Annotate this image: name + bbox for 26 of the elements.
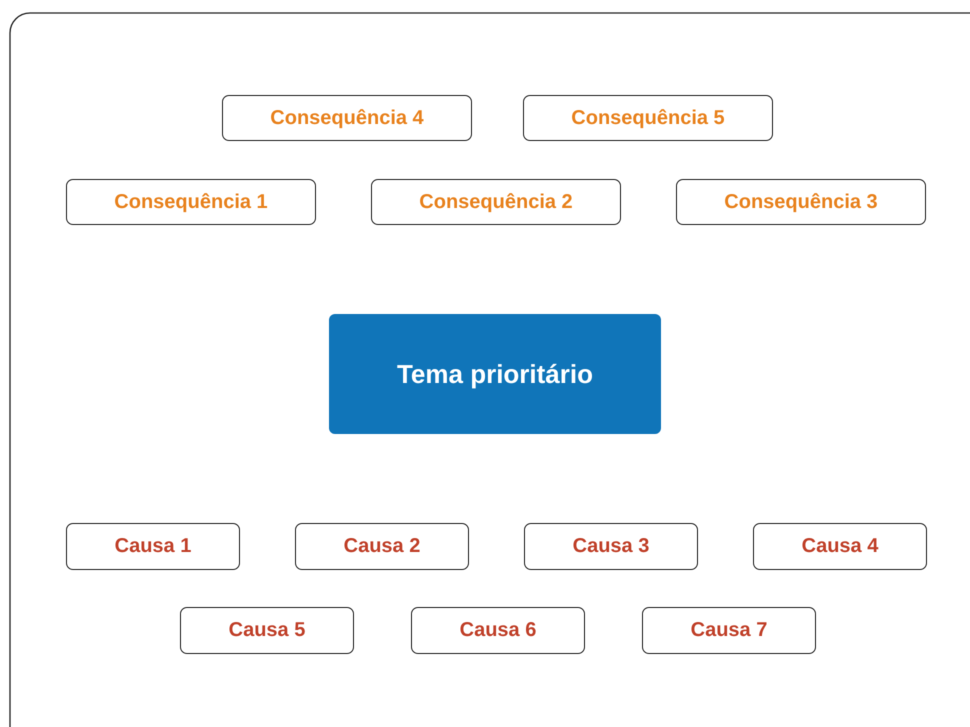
- text-box: [180, 607, 354, 654]
- text-box: [753, 523, 927, 570]
- box-label: Tema prioritário: [396, 358, 593, 390]
- box-label: Consequência 5: [571, 106, 725, 130]
- text-box: [222, 95, 472, 141]
- topic-box: [329, 314, 661, 434]
- text-box: [642, 607, 816, 654]
- text-box: [524, 523, 698, 570]
- text-box: [523, 95, 773, 141]
- box-label: Consequência 4: [270, 106, 424, 130]
- text-box: [66, 523, 240, 570]
- text-box: [676, 179, 926, 225]
- box-label: Consequência 1: [114, 190, 268, 214]
- text-box: [411, 607, 585, 654]
- box-label: Causa 3: [572, 535, 650, 558]
- box-label: Causa 5: [228, 619, 306, 642]
- text-box: [295, 523, 469, 570]
- box-label: Causa 7: [690, 619, 768, 642]
- text-box: [66, 179, 316, 225]
- box-label: Causa 6: [460, 619, 536, 642]
- box-label: Causa 1: [114, 535, 192, 558]
- box-label: Causa 2: [344, 535, 420, 558]
- text-box: [371, 179, 621, 225]
- box-label: Consequência 3: [724, 190, 878, 214]
- box-label: Causa 4: [802, 535, 878, 558]
- box-label: Consequência 2: [419, 190, 573, 214]
